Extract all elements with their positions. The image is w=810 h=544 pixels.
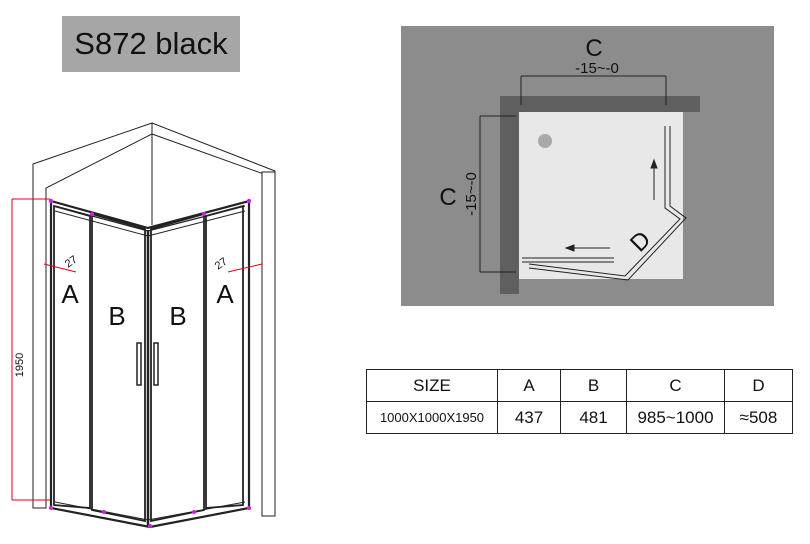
- product-title: S872 black: [74, 26, 228, 61]
- wall-bar-left: [500, 96, 519, 294]
- header-a: A: [497, 369, 561, 402]
- panel-label-a-right: A: [216, 279, 234, 309]
- panel-label-b-right: B: [169, 301, 186, 331]
- height-label: 1950: [14, 353, 26, 377]
- angle-right-label: 27: [213, 256, 230, 273]
- plan-label-c-top: C: [585, 35, 602, 62]
- height-dimension: [11, 198, 50, 501]
- panel-b-right: [150, 212, 205, 523]
- title-box: S872 black: [62, 16, 240, 72]
- panel-label-a-left: A: [61, 279, 79, 309]
- panel-b-left: [91, 212, 146, 523]
- right-wall: [261, 171, 276, 517]
- wall-bar-top: [500, 96, 700, 112]
- table-header-row: SIZE A B C D: [366, 369, 793, 402]
- handle-left: [136, 342, 142, 386]
- panel-a-left: [53, 204, 91, 509]
- panel-label-b-left: B: [108, 301, 125, 331]
- cell-d: ≈508: [724, 401, 793, 434]
- plan-tolerance-top: -15~-0: [575, 60, 619, 77]
- cell-b: 481: [560, 401, 627, 434]
- size-table: SIZE A B C D 1000X1000X1950 437 481 985~…: [366, 369, 793, 434]
- plan-label-c-side: C: [439, 184, 456, 211]
- angle-left-label: 27: [63, 254, 80, 271]
- corner-markers: [48, 198, 252, 528]
- plan-tolerance-side: -15~-0: [463, 172, 480, 216]
- header-size: SIZE: [366, 369, 498, 402]
- header-b: B: [560, 369, 627, 402]
- header-d: D: [724, 369, 793, 402]
- cell-c: 985~1000: [626, 401, 725, 434]
- table-row: 1000X1000X1950 437 481 985~1000 ≈508: [366, 401, 793, 434]
- drain-icon: [538, 134, 552, 148]
- cell-a: 437: [497, 401, 561, 434]
- handle-right: [153, 342, 159, 386]
- cell-size: 1000X1000X1950: [366, 401, 498, 434]
- panel-a-right: [205, 204, 244, 509]
- header-c: C: [626, 369, 725, 402]
